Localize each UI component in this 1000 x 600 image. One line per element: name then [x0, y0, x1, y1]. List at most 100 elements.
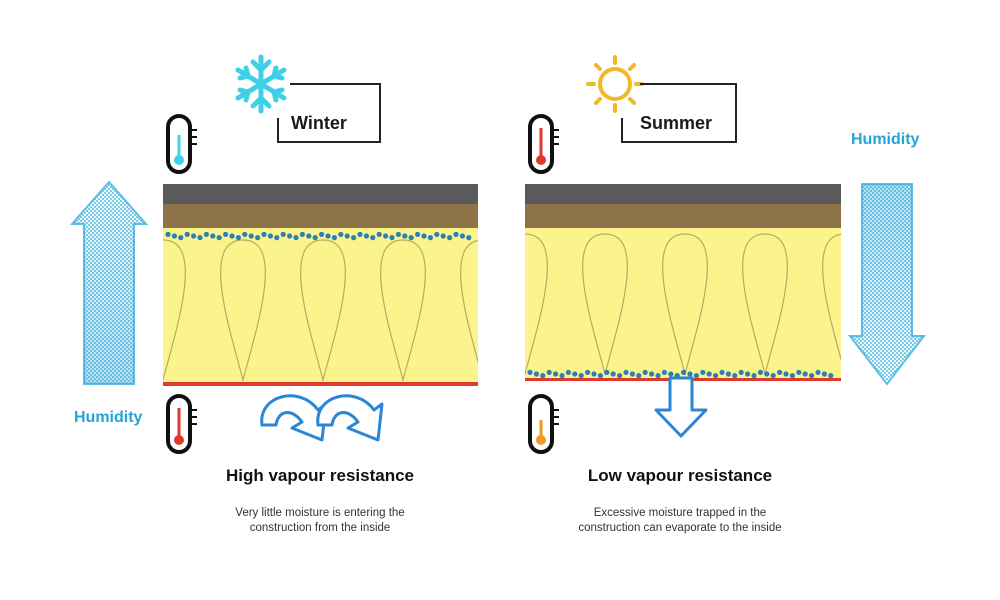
moisture-dot: [719, 369, 725, 375]
moisture-dot: [661, 369, 668, 375]
moisture-dot: [681, 369, 687, 375]
moisture-dot: [363, 233, 369, 239]
moisture-dot: [434, 231, 440, 237]
summer-caption-line2: construction can evaporate to the inside: [578, 522, 782, 534]
moisture-dot: [527, 369, 533, 375]
moisture-dot: [572, 371, 578, 377]
moisture-dot: [453, 231, 459, 237]
moisture-dot: [248, 233, 254, 239]
summer-label: Summer: [640, 113, 713, 133]
moisture-dot: [415, 231, 421, 237]
insulation-pattern: [163, 239, 478, 382]
moisture-dot: [821, 371, 828, 377]
moisture-dot: [293, 235, 299, 241]
vapour-barrier: [163, 382, 478, 386]
moisture-dot: [796, 369, 802, 375]
moisture-dot: [610, 371, 616, 377]
moisture-dot: [732, 373, 738, 379]
moisture-dot: [700, 369, 706, 375]
moisture-dot: [287, 233, 293, 239]
moisture-dot: [357, 231, 363, 237]
moisture-dot: [713, 373, 719, 379]
moisture-dot: [585, 369, 591, 375]
moisture-dot: [280, 231, 286, 237]
roof-board-layer: [163, 204, 478, 228]
winter-label: Winter: [291, 113, 347, 133]
thermometer-hot-icon: [166, 394, 197, 454]
moisture-dot: [693, 373, 700, 379]
winter-caption: Very little moisture is entering the con…: [180, 506, 460, 536]
thermometer-warm-icon: [528, 394, 559, 454]
humidity-up-arrow: [69, 180, 149, 385]
thermometer-cold-icon: [166, 114, 197, 174]
moisture-dot: [299, 231, 305, 237]
moisture-dot: [389, 235, 395, 241]
moisture-dot: [261, 231, 267, 237]
moisture-dot: [802, 371, 808, 377]
moisture-dot: [165, 231, 171, 237]
moisture-dot: [325, 233, 331, 239]
summer-label-bracket: [621, 83, 737, 143]
moisture-dot: [559, 373, 565, 379]
moisture-dot: [725, 371, 732, 377]
humidity-label-left: Humidity: [74, 409, 143, 426]
roof-membrane-layer: [163, 184, 478, 204]
moisture-dot: [223, 231, 229, 237]
moisture-dot: [242, 231, 248, 237]
moisture-dot: [757, 369, 764, 375]
moisture-dot: [770, 373, 776, 379]
thermometer-hot-icon: [528, 114, 559, 174]
moisture-dots-bottom: [527, 369, 834, 379]
moisture-dot: [383, 233, 389, 239]
moisture-dot: [706, 371, 712, 377]
humidity-down-arrow: [847, 183, 927, 386]
moisture-dot: [395, 231, 401, 237]
snowflake-icon: [235, 54, 287, 114]
moisture-dot: [440, 233, 446, 239]
winter-label-bracket: [277, 83, 381, 143]
winter-title: High vapour resistance: [225, 466, 414, 485]
moisture-dot: [197, 235, 203, 241]
moisture-dot: [546, 369, 552, 375]
moisture-dot: [351, 235, 357, 241]
moisture-dot: [319, 231, 325, 237]
moisture-dot: [184, 231, 190, 237]
moisture-dot: [687, 371, 693, 377]
moisture-dot: [533, 371, 540, 377]
moisture-dot: [421, 233, 427, 239]
moisture-dot: [267, 233, 273, 239]
moisture-dot: [216, 235, 222, 241]
moisture-dot: [370, 235, 376, 241]
moisture-dot: [777, 369, 783, 375]
moisture-dot: [274, 235, 280, 241]
moisture-dot: [235, 235, 241, 241]
moisture-dot: [629, 371, 636, 377]
moisture-dot: [597, 373, 604, 379]
moisture-dot: [668, 371, 674, 377]
moisture-dot: [764, 371, 770, 377]
moisture-dot: [642, 369, 648, 375]
down-arrow: [654, 376, 708, 438]
roof-board-layer: [525, 204, 841, 228]
moisture-dot: [578, 373, 584, 379]
curved-arrows: [260, 394, 384, 442]
moisture-dot: [229, 233, 235, 239]
moisture-dot: [408, 235, 414, 241]
moisture-dot: [738, 369, 744, 375]
summer-caption: Excessive moisture trapped in the constr…: [540, 506, 820, 536]
moisture-dot: [402, 233, 408, 239]
moisture-dot: [191, 233, 197, 239]
winter-caption-line2: construction from the inside: [249, 522, 391, 534]
moisture-dot: [655, 373, 661, 379]
winter-caption-line1: Very little moisture is entering the: [235, 507, 405, 519]
moisture-dot: [312, 235, 318, 241]
moisture-dot: [604, 369, 610, 375]
summer-caption-line1: Excessive moisture trapped in the: [593, 507, 767, 519]
moisture-dot: [636, 373, 642, 379]
insulation-layer: [163, 228, 478, 382]
moisture-dot: [171, 233, 177, 239]
moisture-dot: [591, 371, 597, 377]
moisture-dot: [376, 231, 382, 237]
moisture-dot: [178, 235, 184, 241]
moisture-dot: [649, 371, 655, 377]
